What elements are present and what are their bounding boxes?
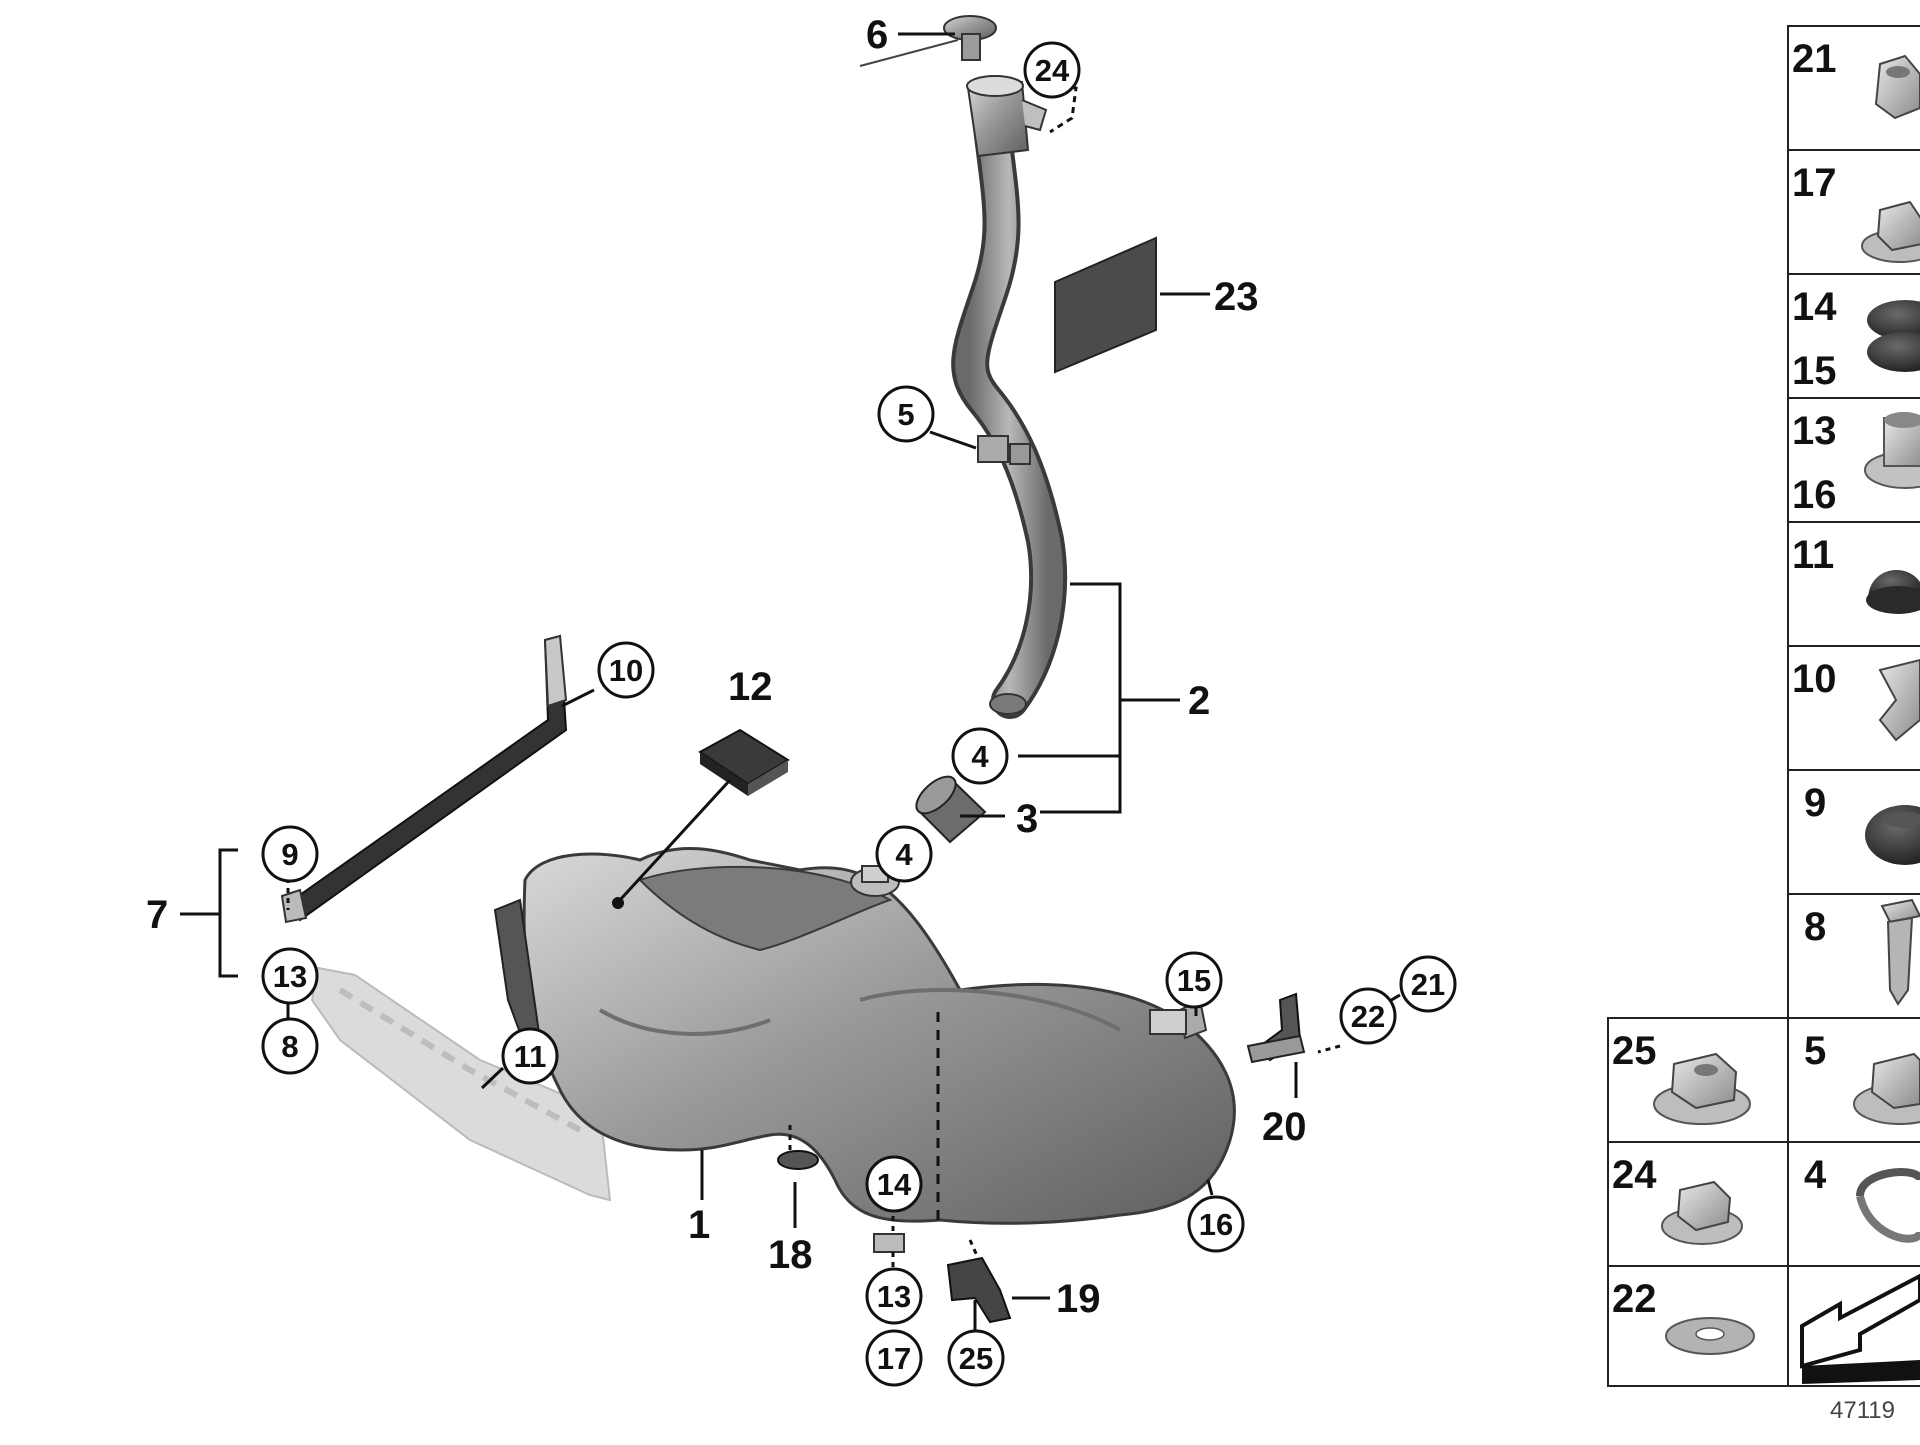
tether-cap [859, 15, 997, 67]
panel-label-16: 16 [1792, 473, 1837, 517]
svg-text:10: 10 [609, 653, 643, 688]
foam-pad [698, 728, 790, 796]
svg-text:17: 17 [877, 1341, 911, 1376]
plain-labels: 6 23 2 3 12 7 1 18 19 20 [146, 13, 1307, 1321]
direction-arrow-icon [1800, 1273, 1920, 1384]
callout-11: 11 [501, 1027, 559, 1085]
panel-label-11: 11 [1792, 533, 1834, 577]
collar-nut-24-icon [1661, 1180, 1743, 1245]
label-18: 18 [768, 1233, 813, 1277]
nut-14 [873, 1233, 905, 1253]
callout-13-bottom: 13 [865, 1267, 923, 1325]
connecting-hose [915, 775, 987, 844]
panel-label-4: 4 [1804, 1153, 1827, 1197]
label-12: 12 [728, 665, 773, 709]
callout-15: 15 [1165, 951, 1223, 1009]
spacer-bushing-icon [1864, 412, 1920, 489]
panel-label-25: 25 [1612, 1029, 1657, 1073]
callout-21: 21 [1399, 955, 1457, 1013]
callout-4-lower: 4 [875, 825, 933, 883]
label-2: 2 [1188, 679, 1210, 723]
svg-text:13: 13 [877, 1279, 911, 1314]
nut-15 [1149, 1009, 1187, 1035]
diagram-reference-number: 47119 [1830, 1397, 1895, 1424]
callout-17: 17 [865, 1329, 923, 1387]
panel-label-17: 17 [1792, 161, 1837, 205]
callout-10: 10 [597, 641, 655, 699]
panel-label-14: 14 [1792, 285, 1837, 329]
label-3: 3 [1016, 797, 1038, 841]
callout-24: 24 [1023, 41, 1081, 99]
svg-text:9: 9 [281, 837, 298, 872]
filler-pipe [951, 91, 1068, 719]
svg-text:4: 4 [895, 837, 913, 872]
panel-label-24: 24 [1612, 1153, 1657, 1197]
plug-cap-icon [1866, 570, 1920, 614]
filler-head [966, 75, 1048, 158]
callout-22: 22 [1339, 987, 1397, 1045]
panel-label-21: 21 [1792, 37, 1837, 81]
svg-text:14: 14 [877, 1167, 912, 1202]
leader-lines [180, 32, 1401, 1332]
callout-16: 16 [1187, 1195, 1245, 1253]
plug-18 [777, 1150, 819, 1170]
parts-panel: 21 17 14 15 13 16 11 10 9 8 25 5 24 4 22 [1607, 25, 1920, 1387]
callout-14: 14 [865, 1155, 923, 1213]
circled-labels: 24 5 10 4 4 9 13 8 11 15 22 21 14 16 13 … [261, 41, 1457, 1387]
flange-nut-icon [1861, 200, 1920, 263]
panel-label-8: 8 [1804, 905, 1826, 949]
washer-icon [1665, 1317, 1755, 1355]
callout-4-upper: 4 [951, 727, 1009, 785]
label-6: 6 [866, 13, 888, 57]
collar-nut-5-icon [1853, 1052, 1920, 1125]
svg-text:24: 24 [1035, 53, 1070, 88]
collar-nut-25-icon [1653, 1052, 1751, 1125]
bracket-20 [1246, 992, 1306, 1064]
bolt-icon [1880, 898, 1920, 1006]
svg-text:13: 13 [273, 959, 307, 994]
svg-text:16: 16 [1199, 1207, 1233, 1242]
hex-nut-icon [1874, 54, 1920, 120]
label-19: 19 [1056, 1277, 1101, 1321]
svg-text:5: 5 [897, 397, 914, 432]
panel-label-15: 15 [1792, 349, 1837, 393]
svg-text:22: 22 [1351, 999, 1385, 1034]
callout-9: 9 [261, 825, 319, 883]
rubber-grommet-icon [1865, 805, 1920, 865]
bracket-19 [946, 1256, 1012, 1324]
grommet-icon [1867, 300, 1920, 372]
sealing-pad [1054, 236, 1157, 374]
label-1: 1 [688, 1203, 710, 1247]
pipe-bracket [977, 435, 1031, 465]
svg-text:15: 15 [1177, 963, 1211, 998]
callout-13-left: 13 [261, 947, 319, 1005]
callout-8: 8 [261, 1017, 319, 1075]
svg-text:8: 8 [281, 1029, 298, 1064]
callout-5: 5 [877, 385, 935, 443]
heat-shield [310, 966, 612, 1202]
label-20: 20 [1262, 1105, 1307, 1149]
clip-icon [1878, 658, 1920, 742]
hose-clamp-icon [1856, 1168, 1920, 1243]
callout-25: 25 [947, 1329, 1005, 1387]
panel-label-5: 5 [1804, 1029, 1826, 1073]
label-23: 23 [1214, 275, 1259, 319]
fuel-tank [493, 847, 1236, 1225]
panel-label-9: 9 [1804, 781, 1826, 825]
svg-text:21: 21 [1411, 967, 1445, 1002]
panel-label-22: 22 [1612, 1277, 1657, 1321]
panel-label-13: 13 [1792, 409, 1837, 453]
svg-text:4: 4 [971, 739, 989, 774]
panel-label-10: 10 [1792, 657, 1837, 701]
tank-strap [280, 634, 568, 924]
svg-text:25: 25 [959, 1341, 993, 1376]
label-7: 7 [146, 893, 168, 937]
svg-text:11: 11 [514, 1039, 547, 1074]
